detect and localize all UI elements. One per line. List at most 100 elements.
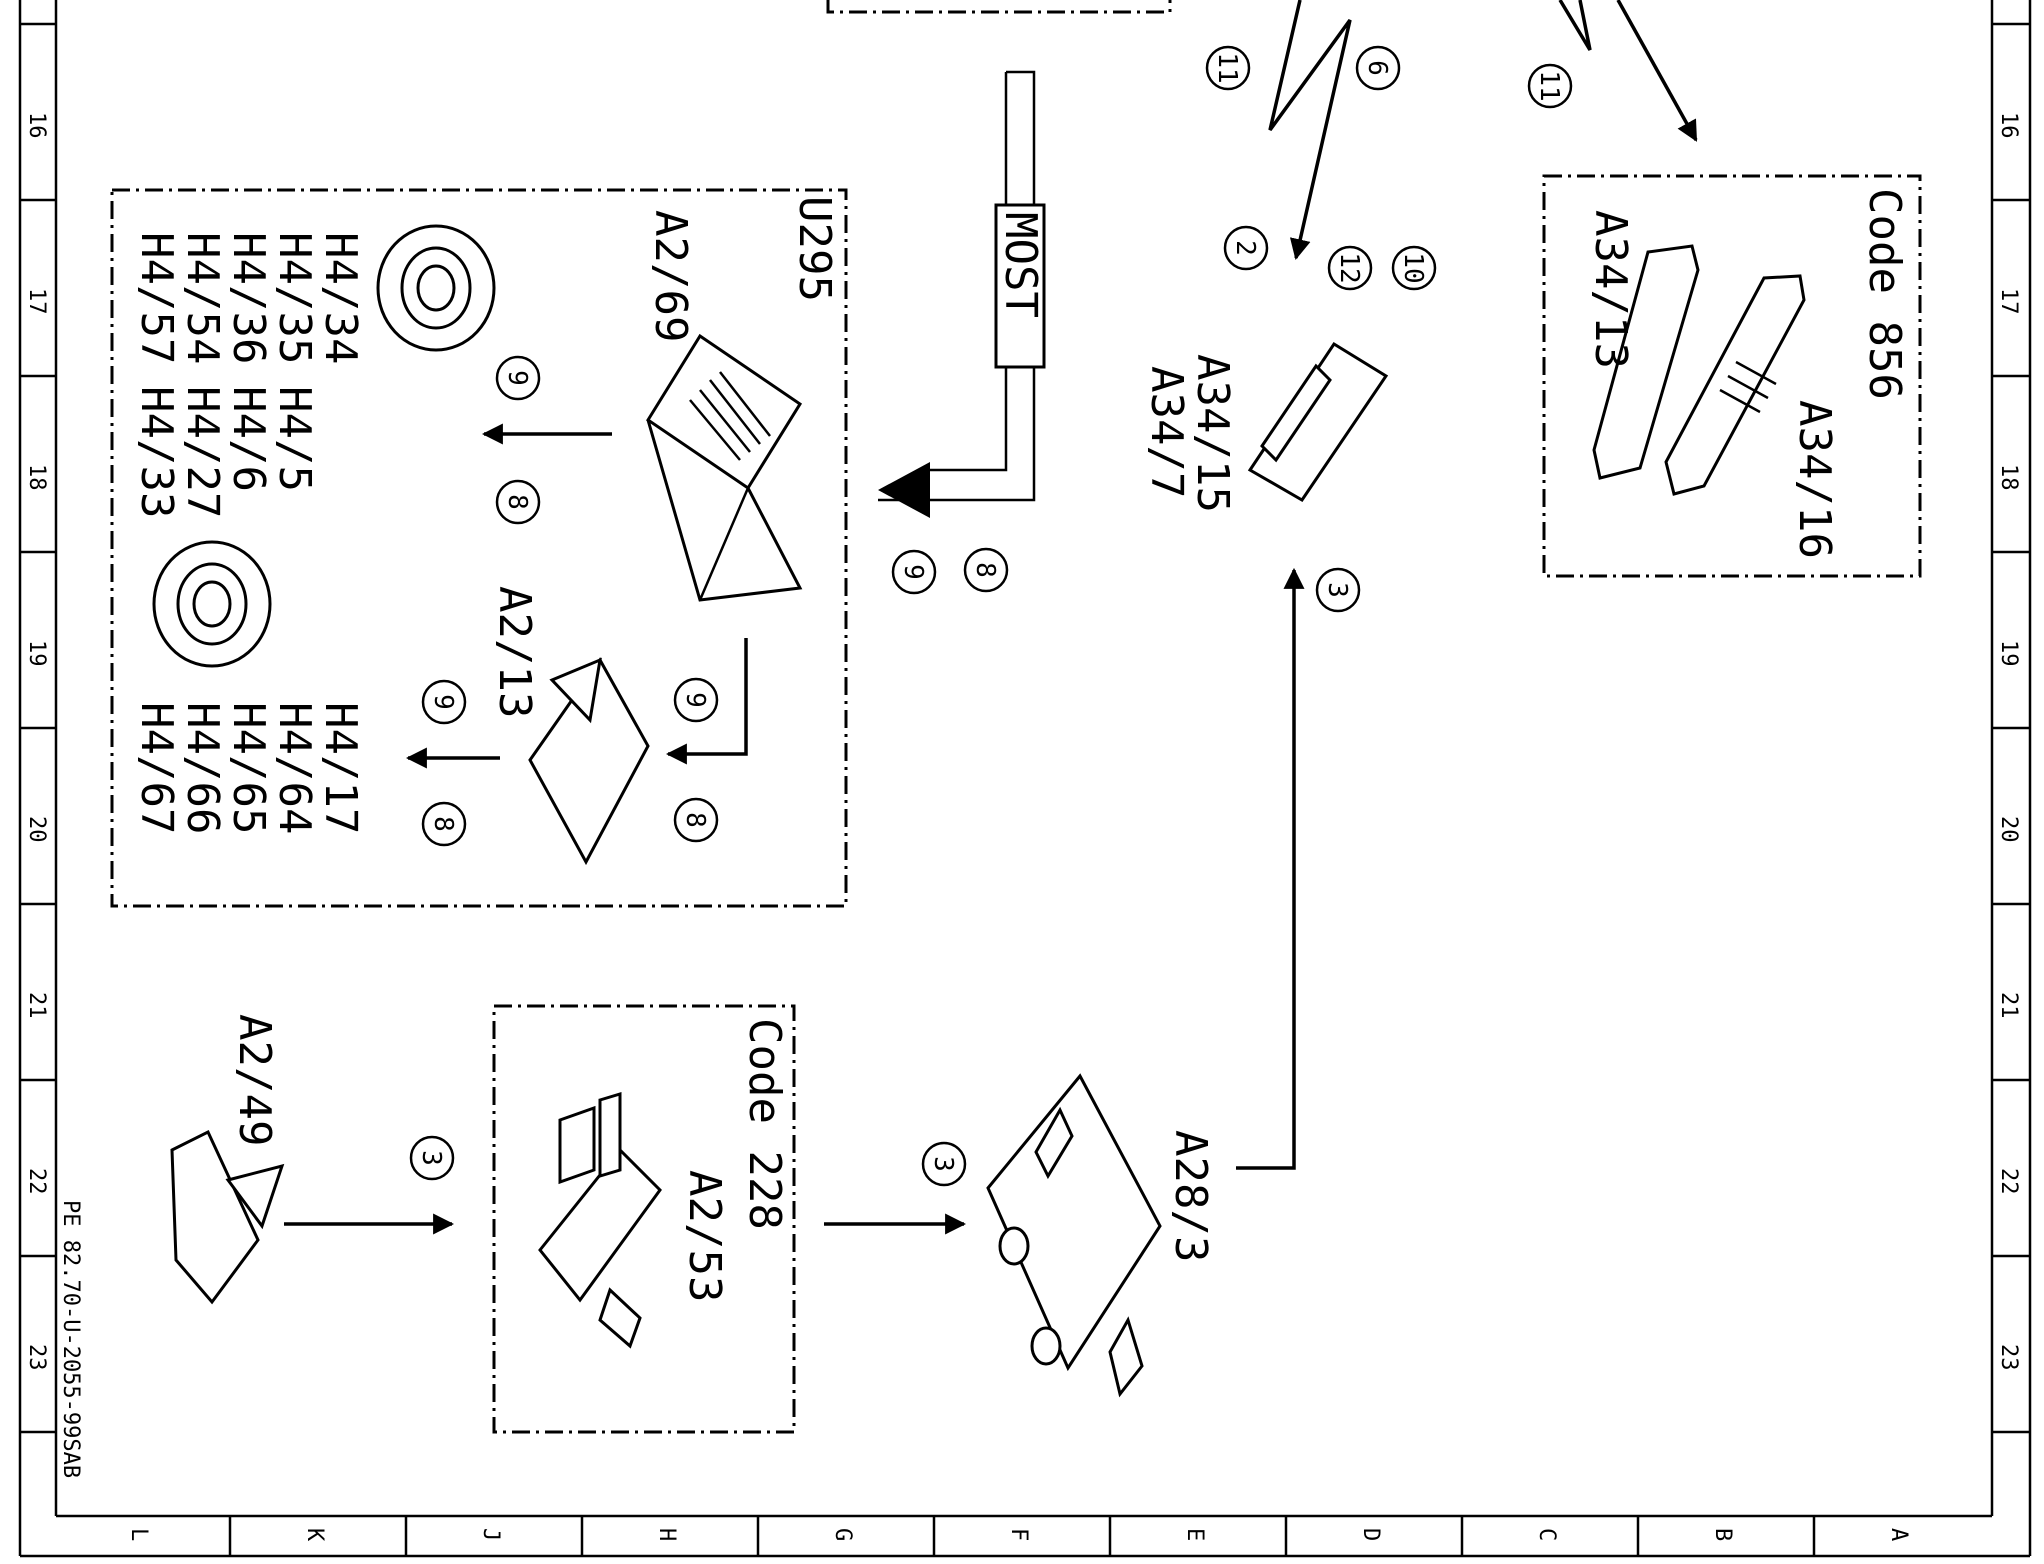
group-u295: U295 A2/69 A2/13 xyxy=(110,188,848,908)
row-labels-right: 16 17 18 19 20 21 22 23 xyxy=(1996,112,2021,1371)
row-label: 16 xyxy=(24,112,49,139)
top-group-fragment xyxy=(826,0,1172,14)
column-label: H xyxy=(654,1528,679,1541)
callout-3: 3 xyxy=(409,1135,455,1181)
callout-9: 9 xyxy=(891,549,937,595)
column-label: G xyxy=(830,1528,855,1541)
svg-text:H4/64: H4/64 xyxy=(269,702,320,834)
svg-text:8: 8 xyxy=(680,812,710,828)
row-label: 19 xyxy=(1996,640,2021,667)
row-label: 19 xyxy=(24,640,49,667)
row-label: 18 xyxy=(1996,464,2021,491)
column-label: A xyxy=(1886,1528,1911,1541)
callout-11: 11 xyxy=(1527,63,1573,109)
component-a2-53: A2/53 xyxy=(538,1091,730,1349)
component-a2-69: A2/69 xyxy=(645,210,803,602)
callout-3: 3 xyxy=(1315,567,1361,613)
row-label: 22 xyxy=(24,1168,49,1195)
callout-11: 11 xyxy=(1205,45,1251,91)
svg-text:11: 11 xyxy=(1534,70,1564,101)
callout-12: 12 xyxy=(1327,245,1373,291)
callout-8: 8 xyxy=(421,801,467,847)
column-label: J xyxy=(478,1528,503,1541)
svg-text:H4/54: H4/54 xyxy=(177,232,228,364)
component-a2-13: A2/13 xyxy=(489,586,650,866)
group-code-228-label: Code 228 xyxy=(739,1018,790,1230)
column-label: C xyxy=(1534,1528,1559,1541)
column-label: D xyxy=(1358,1528,1383,1541)
svg-text:H4/5: H4/5 xyxy=(269,386,320,492)
most-label: MOST xyxy=(995,212,1046,318)
row-label: 18 xyxy=(24,464,49,491)
svg-text:2: 2 xyxy=(1230,240,1260,256)
column-label: L xyxy=(126,1528,151,1541)
svg-text:3: 3 xyxy=(1322,582,1352,598)
speaker-list-upper: H4/34 H4/35 H4/36 H4/54 H4/57 H4/5 H4/6 … xyxy=(131,232,366,518)
row-label: 17 xyxy=(1996,288,2021,315)
component-a2-49: A2/49 xyxy=(170,1014,285,1305)
svg-text:H4/27: H4/27 xyxy=(177,386,228,518)
callout-10: 10 xyxy=(1391,245,1437,291)
svg-text:8: 8 xyxy=(970,562,1000,578)
row-label: 16 xyxy=(1996,112,2021,139)
svg-text:9: 9 xyxy=(502,370,532,386)
svg-text:10: 10 xyxy=(1398,252,1428,283)
callout-9: 9 xyxy=(421,679,467,725)
link-a2-69-to-a2-13 xyxy=(665,638,748,765)
drawing-id: PE 82.70-U-2055-99SAB xyxy=(58,1200,83,1478)
component-a28-3: A28/3 xyxy=(986,1073,1216,1398)
row-label: 20 xyxy=(24,816,49,843)
svg-text:H4/66: H4/66 xyxy=(177,702,228,834)
svg-text:H4/34: H4/34 xyxy=(315,232,366,364)
a34-16-label: A34/16 xyxy=(1789,400,1840,559)
callout-3: 3 xyxy=(921,1141,967,1187)
most-bus: MOST xyxy=(878,70,1046,518)
a34-13-label: A34/13 xyxy=(1585,210,1636,369)
svg-text:11: 11 xyxy=(1212,52,1242,83)
svg-text:8: 8 xyxy=(428,816,458,832)
svg-text:3: 3 xyxy=(928,1156,958,1172)
row-label: 23 xyxy=(24,1344,49,1371)
a34-7-label: A34/7 xyxy=(1141,366,1192,498)
callout-8: 8 xyxy=(495,479,541,525)
row-label: 17 xyxy=(24,288,49,315)
svg-text:9: 9 xyxy=(680,692,710,708)
row-label: 20 xyxy=(1996,816,2021,843)
speaker-lower-icon xyxy=(152,540,272,668)
speaker-list-lower: H4/17 H4/64 H4/65 H4/66 H4/67 xyxy=(131,702,366,834)
callout-9: 9 xyxy=(495,355,541,401)
group-code-856: Code 856 A34/13 A34/16 xyxy=(1542,174,1922,578)
a2-49-label: A2/49 xyxy=(229,1014,280,1146)
svg-text:8: 8 xyxy=(502,494,532,510)
a28-3-label: A28/3 xyxy=(1165,1130,1216,1262)
svg-text:H4/36: H4/36 xyxy=(223,232,274,364)
row-label: 23 xyxy=(1996,1344,2021,1371)
phone-a34-13-icon xyxy=(1592,244,1700,480)
row-label: 22 xyxy=(1996,1168,2021,1195)
wireless-links xyxy=(1268,0,1698,261)
phone-a34-16-icon xyxy=(1664,274,1806,496)
a2-69-label: A2/69 xyxy=(645,210,696,342)
callout-8: 8 xyxy=(673,797,719,843)
component-a34-15: A34/15 A34/7 xyxy=(1141,341,1389,513)
row-label: 21 xyxy=(1996,992,2021,1019)
group-code-228: Code 228 A2/53 xyxy=(492,1004,796,1434)
group-code-856-label: Code 856 xyxy=(1859,188,1910,400)
callout-2: 2 xyxy=(1223,225,1269,271)
callouts: 11 6 11 2 12 10 3 9 8 9 8 9 8 9 8 3 3 xyxy=(409,45,1573,1187)
column-label: B xyxy=(1710,1528,1735,1541)
group-u295-label: U295 xyxy=(789,196,840,302)
svg-text:H4/35: H4/35 xyxy=(269,232,320,364)
a34-15-label: A34/15 xyxy=(1187,354,1238,513)
svg-text:H4/67: H4/67 xyxy=(131,702,182,834)
svg-text:H4/57: H4/57 xyxy=(131,232,182,364)
column-labels: L K J H G F E D C B A xyxy=(126,1528,1911,1542)
callout-8: 8 xyxy=(963,547,1009,593)
svg-text:6: 6 xyxy=(1362,60,1392,76)
svg-text:12: 12 xyxy=(1334,252,1364,283)
a2-13-label: A2/13 xyxy=(489,586,540,718)
column-label: E xyxy=(1182,1528,1207,1541)
svg-text:9: 9 xyxy=(898,564,928,580)
row-labels-left: 16 17 18 19 20 21 22 23 xyxy=(24,112,49,1371)
